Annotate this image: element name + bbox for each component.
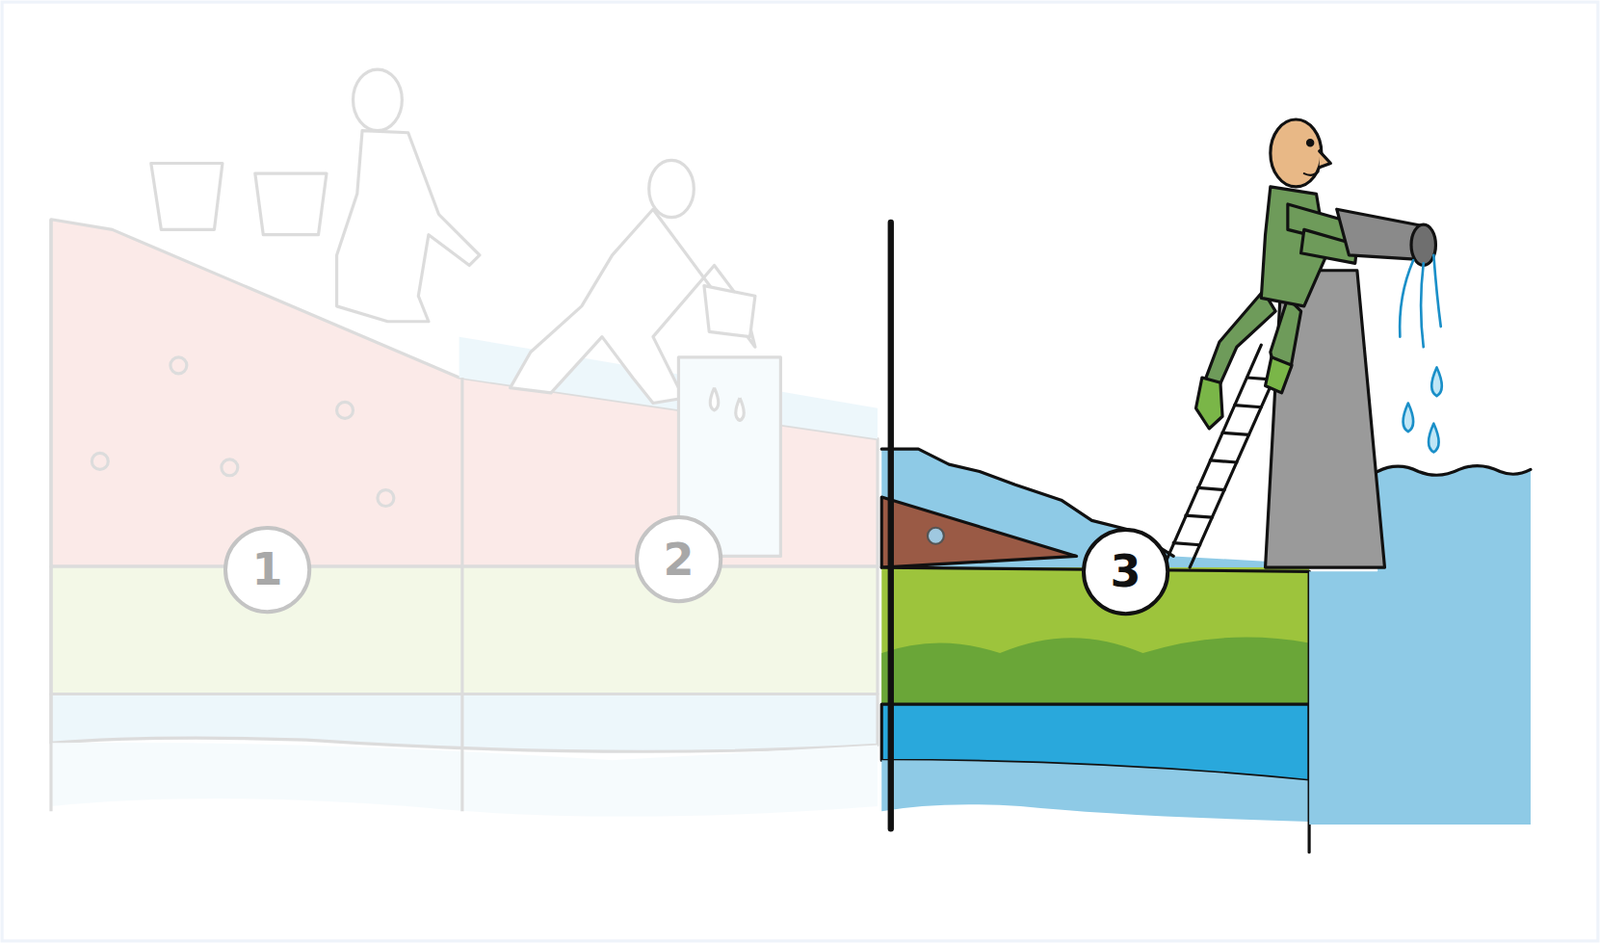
- bubble: [377, 490, 394, 507]
- boot: [1196, 377, 1224, 429]
- drops: [709, 388, 744, 421]
- pouring-water: [1399, 255, 1443, 452]
- bubble: [221, 459, 238, 476]
- nose: [1319, 151, 1332, 168]
- callout-number: 1: [252, 547, 284, 592]
- ladder-rung: [1185, 515, 1213, 518]
- bucket-rim: [1411, 224, 1436, 265]
- bubble: [170, 357, 187, 374]
- person-body: [337, 131, 480, 322]
- bubble: [91, 452, 108, 470]
- panel-line: [888, 222, 894, 829]
- ladder-rung: [1234, 405, 1262, 408]
- boot: [1265, 357, 1293, 394]
- panel-three: [881, 119, 1531, 853]
- person-head: [1270, 119, 1322, 187]
- circle-shape: [636, 517, 721, 602]
- green-band: [51, 566, 878, 694]
- panel-line: [49, 219, 53, 813]
- lower-water: [881, 760, 1310, 822]
- circle-shape: [225, 527, 310, 612]
- circle-shape: [1083, 529, 1168, 614]
- water-line: [1377, 466, 1531, 476]
- callout-number: 2: [662, 537, 694, 582]
- person-head: [649, 159, 695, 217]
- callout-circle: 3: [1080, 526, 1171, 617]
- ground-layer: [51, 219, 878, 567]
- water-stream: [1399, 260, 1414, 337]
- bucket: [151, 163, 223, 231]
- ladder-rung: [1173, 543, 1201, 546]
- clay-layer: [881, 497, 1076, 568]
- bucket: [704, 286, 756, 338]
- drop: [1403, 403, 1415, 433]
- callout-circle: 2: [633, 514, 724, 604]
- dam-wall: [1265, 270, 1386, 568]
- water-stream: [1433, 255, 1441, 327]
- ladder-rung: [1209, 460, 1237, 463]
- person-head: [353, 69, 403, 132]
- bucket: [255, 173, 327, 236]
- eye: [1308, 140, 1313, 146]
- person: [1196, 119, 1437, 429]
- panel-line: [460, 377, 464, 812]
- faded-panels: [51, 69, 878, 817]
- ladder-rung: [1198, 487, 1226, 490]
- pebble: [927, 527, 945, 545]
- callout-circle: 1: [222, 524, 313, 615]
- callout-number: 3: [1109, 549, 1141, 594]
- water-stream: [1420, 262, 1424, 347]
- lower-water: [51, 742, 878, 817]
- person-leg: [1204, 290, 1276, 387]
- green-band-shade: [881, 637, 1310, 706]
- ladder-rung: [1222, 432, 1250, 435]
- bubble: [337, 401, 354, 419]
- drop: [1428, 423, 1440, 453]
- drop: [1431, 367, 1443, 396]
- mouth: [1304, 171, 1319, 176]
